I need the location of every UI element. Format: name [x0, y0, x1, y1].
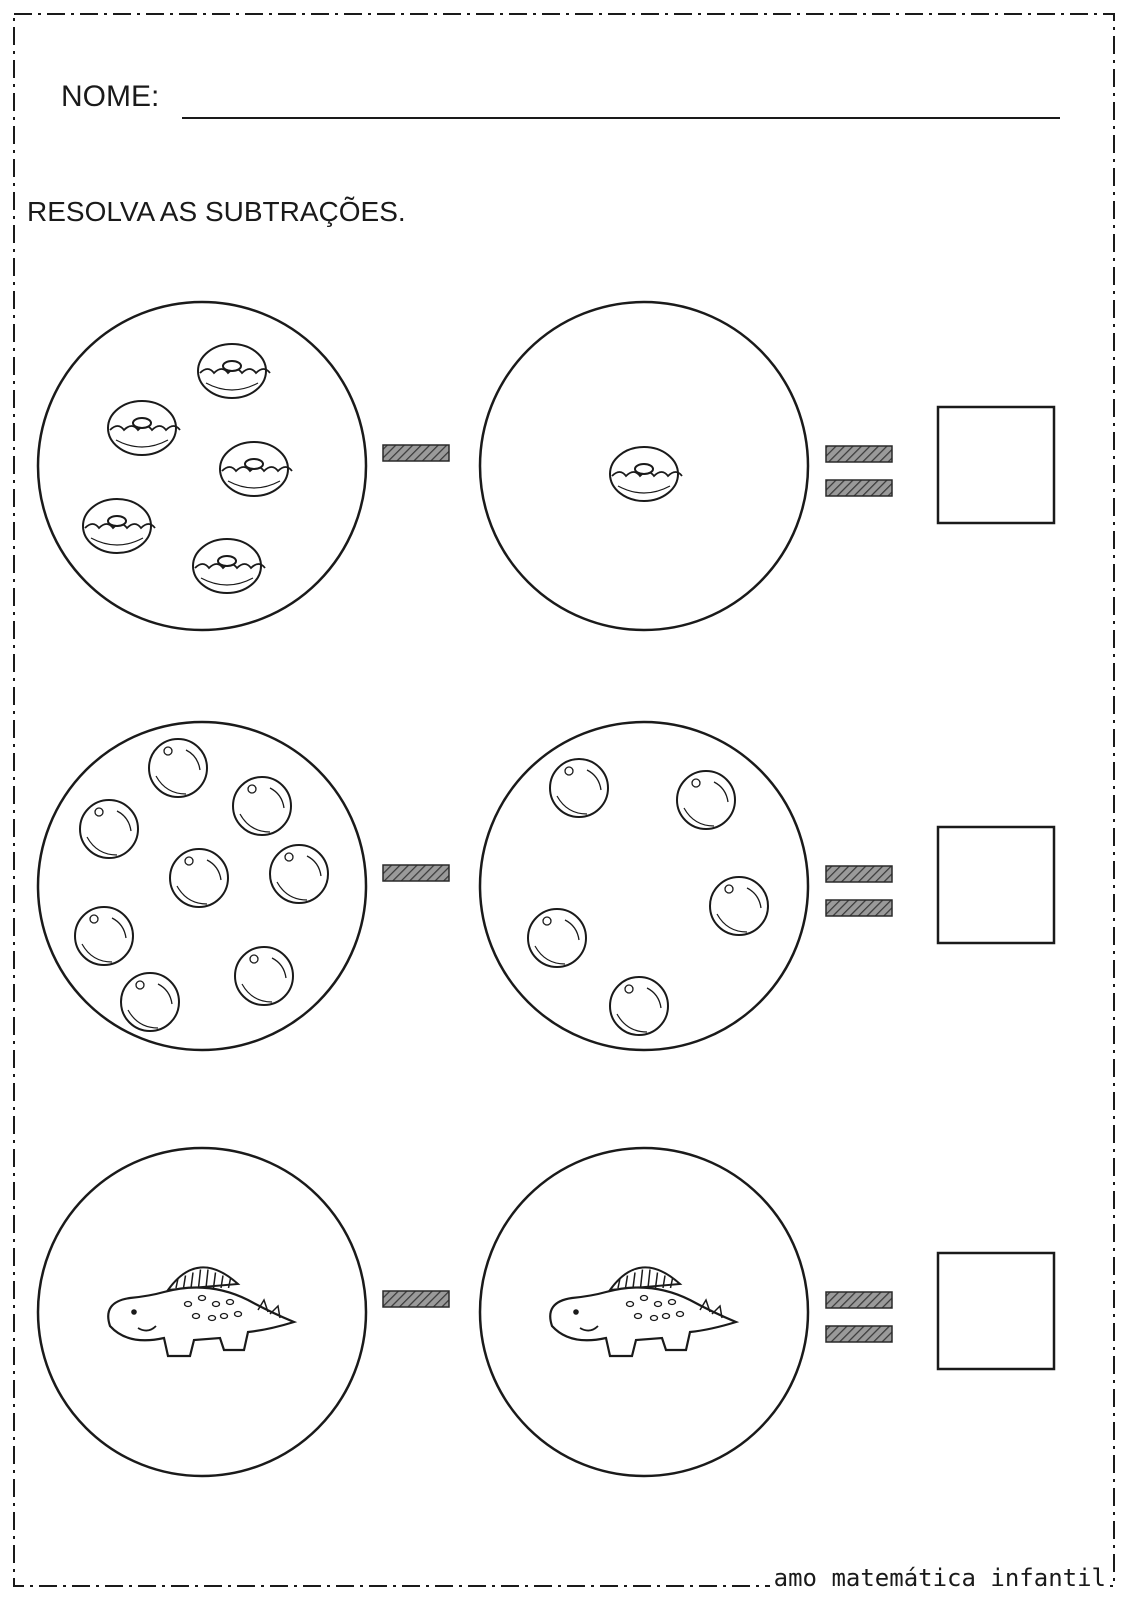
orange-icon — [120, 972, 180, 1032]
orange-icon — [234, 946, 294, 1006]
equals-sign-bottom — [825, 899, 893, 917]
minus-sign — [382, 1290, 450, 1308]
equals-sign-top — [825, 865, 893, 883]
donut-icon — [219, 441, 293, 497]
donut-icon — [107, 400, 181, 456]
orange-icon — [527, 908, 587, 968]
answer-box[interactable] — [936, 405, 1056, 525]
orange-icon — [148, 738, 208, 798]
donut-icon — [82, 498, 156, 554]
instruction-text: RESOLVA AS SUBTRAÇÕES. — [27, 196, 406, 227]
problem-row — [36, 300, 1056, 632]
orange-icon — [269, 844, 329, 904]
dinosaur-icon — [549, 1266, 740, 1358]
orange-icon — [232, 776, 292, 836]
orange-icon — [79, 799, 139, 859]
orange-icon — [609, 976, 669, 1036]
problem-row — [36, 1146, 1056, 1478]
brand-footer: amo matemática infantil — [769, 1564, 1110, 1592]
orange-icon — [549, 758, 609, 818]
equals-sign-top — [825, 445, 893, 463]
orange-icon — [709, 876, 769, 936]
equals-sign-bottom — [825, 1325, 893, 1343]
orange-icon — [676, 770, 736, 830]
dinosaur-icon — [107, 1266, 298, 1358]
name-label: NOME: — [61, 80, 160, 113]
equals-sign-bottom — [825, 479, 893, 497]
donut-icon — [197, 343, 271, 399]
minus-sign — [382, 444, 450, 462]
answer-box[interactable] — [936, 825, 1056, 945]
equals-sign-top — [825, 1291, 893, 1309]
donut-icon — [192, 538, 266, 594]
minus-sign — [382, 864, 450, 882]
name-input-line[interactable] — [182, 117, 1060, 119]
donut-icon — [609, 446, 683, 502]
orange-icon — [169, 848, 229, 908]
answer-box[interactable] — [936, 1251, 1056, 1371]
orange-icon — [74, 906, 134, 966]
problem-row — [36, 720, 1056, 1052]
